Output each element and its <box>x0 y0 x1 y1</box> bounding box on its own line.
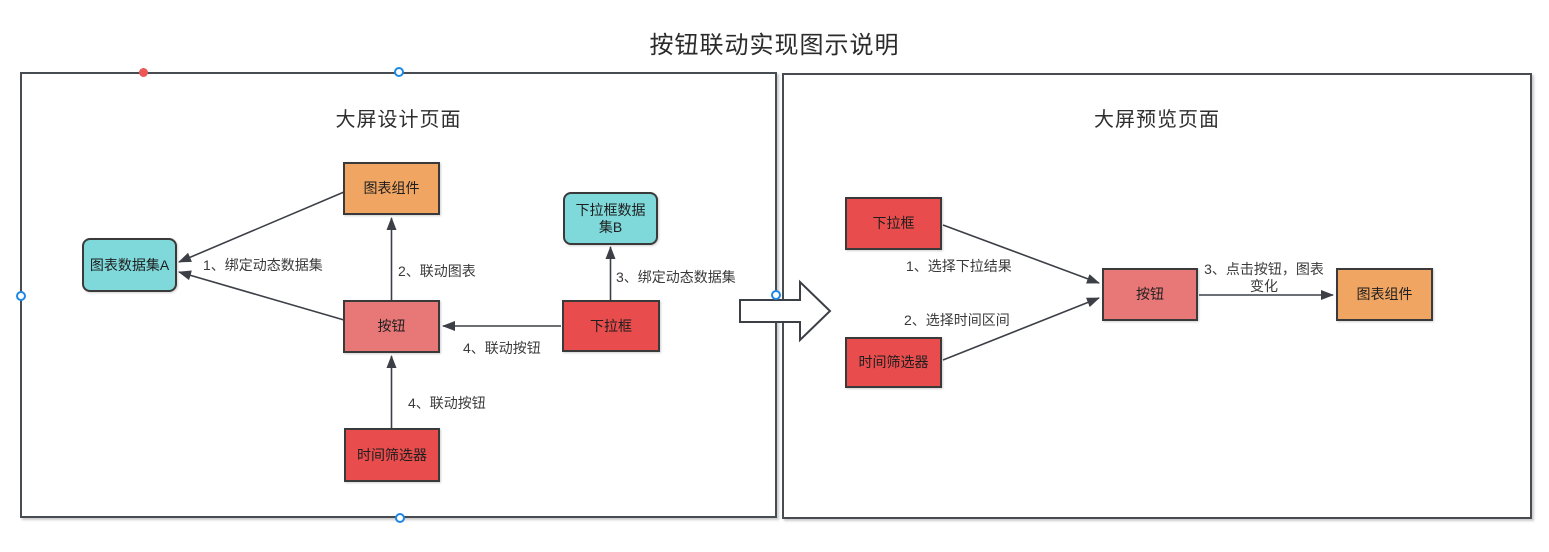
node-label: 时间筛选器 <box>357 446 427 463</box>
node-label: 下拉框 <box>590 317 632 334</box>
preview-node-chart-component[interactable]: 图表组件 <box>1336 268 1433 321</box>
design-node-dropdown-dataset-b[interactable]: 下拉框数据集B <box>563 192 658 245</box>
node-label: 时间筛选器 <box>858 354 929 370</box>
preview-node-dropdown[interactable]: 下拉框 <box>845 197 942 250</box>
resize-handle-left[interactable] <box>16 291 26 301</box>
preview-edge-label-step2[interactable]: 2、选择时间区间 <box>904 312 1010 328</box>
design-node-button[interactable]: 按钮 <box>343 300 440 353</box>
preview-edge-label-step3[interactable]: 3、点击按钮，图表变化 <box>1204 261 1324 294</box>
node-label: 图表组件 <box>1356 286 1413 302</box>
design-node-chart-component[interactable]: 图表组件 <box>343 162 440 215</box>
node-label: 按钮 <box>1136 286 1164 302</box>
design-panel-title: 大屏设计页面 <box>335 109 462 131</box>
node-label: 图表组件 <box>363 180 420 196</box>
preview-panel-title: 大屏预览页面 <box>1094 109 1220 131</box>
design-node-chart-dataset-a[interactable]: 图表数据集A <box>82 238 177 292</box>
preview-node-time-filter[interactable]: 时间筛选器 <box>845 337 942 388</box>
design-edge-label-step3[interactable]: 3、绑定动态数据集 <box>616 269 736 285</box>
resize-handle-bottom[interactable] <box>395 513 405 523</box>
selection-endpoint-dot[interactable] <box>139 68 148 77</box>
page-title: 按钮联动实现图示说明 <box>649 32 900 59</box>
design-edge-label-step4-time[interactable]: 4、联动按钮 <box>408 395 486 411</box>
design-edge-label-step4-dropdown[interactable]: 4、联动按钮 <box>463 340 541 356</box>
resize-handle-top[interactable] <box>394 67 404 77</box>
preview-node-button[interactable]: 按钮 <box>1102 268 1198 321</box>
design-node-time-filter[interactable]: 时间筛选器 <box>344 428 440 482</box>
resize-handle-right[interactable] <box>771 290 781 300</box>
node-label: 下拉框数据集B <box>575 201 646 235</box>
preview-edge-label-step1[interactable]: 1、选择下拉结果 <box>906 258 1012 274</box>
node-label: 下拉框 <box>872 215 915 231</box>
node-label: 图表数据集A <box>89 256 170 273</box>
design-edge-label-step1[interactable]: 1、绑定动态数据集 <box>203 257 323 273</box>
node-label: 按钮 <box>377 318 406 334</box>
design-node-dropdown[interactable]: 下拉框 <box>562 300 660 352</box>
design-edge-label-step2[interactable]: 2、联动图表 <box>398 263 476 279</box>
